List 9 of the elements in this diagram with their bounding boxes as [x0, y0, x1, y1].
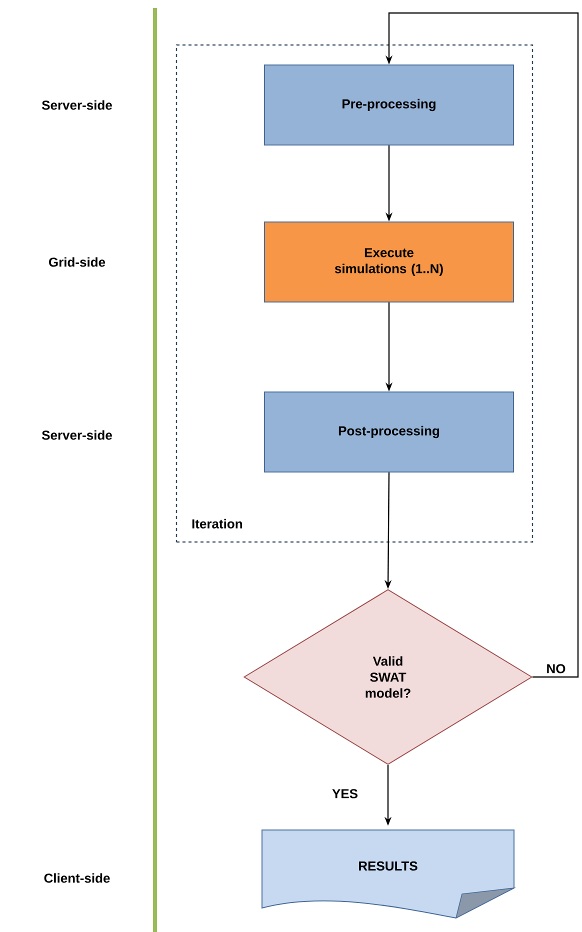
side-label: Server-side [42, 430, 112, 440]
edge-label: YES [332, 789, 358, 798]
side-label: Server-side [42, 100, 112, 110]
process-box: Pre-processing [264, 64, 514, 146]
edge-label: NO [547, 664, 566, 674]
side-label: Client-side [44, 873, 110, 883]
side-label: Grid-side [49, 257, 106, 267]
process-box: Post-processing [264, 392, 514, 472]
process-box: Execute simulations (1..N) [264, 222, 514, 302]
